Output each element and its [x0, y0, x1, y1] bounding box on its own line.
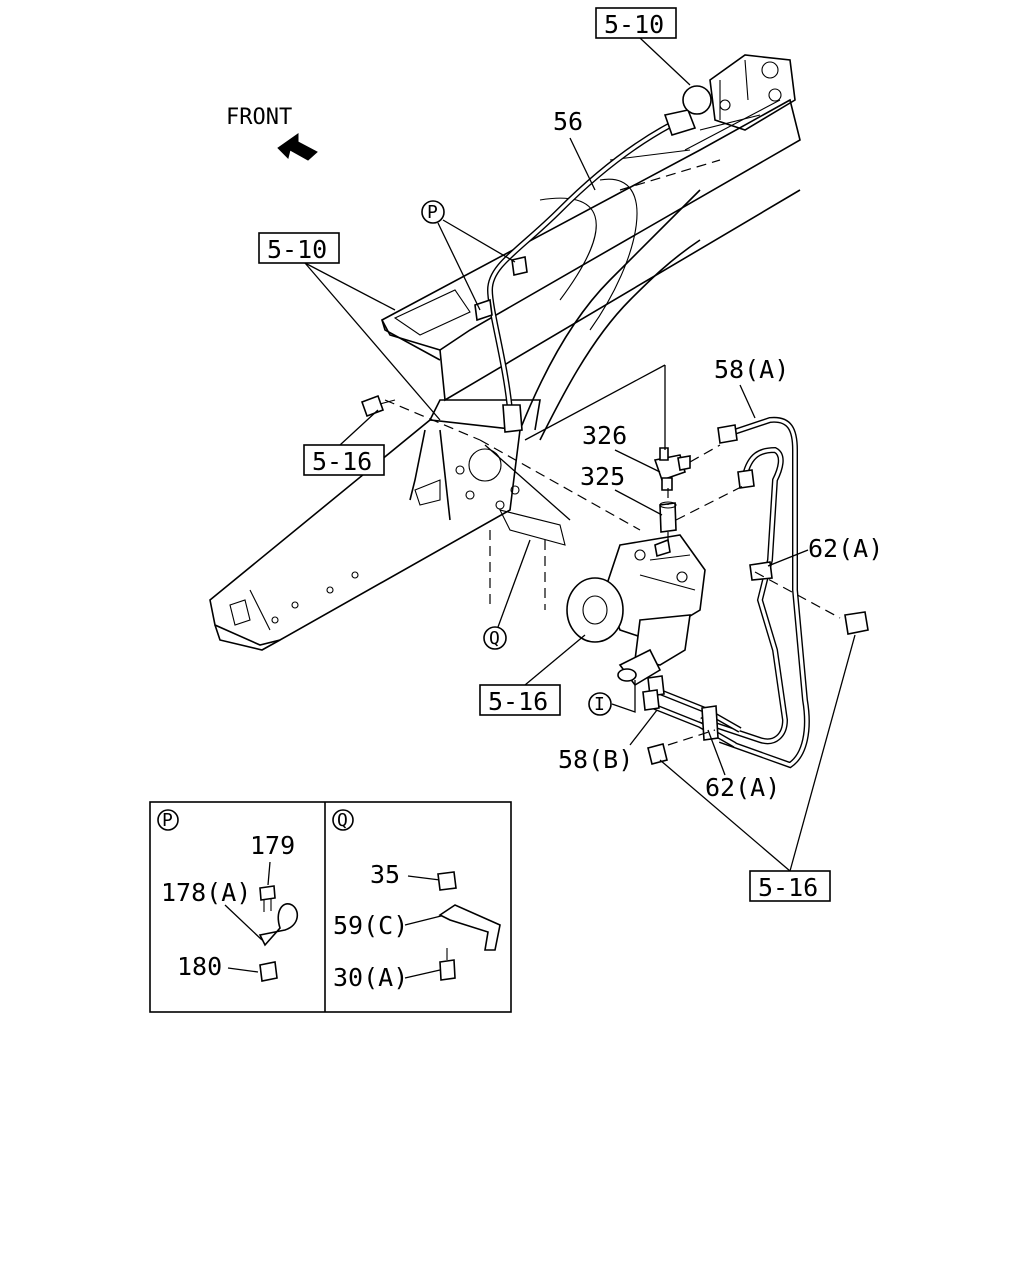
label-56: 56 — [553, 107, 583, 136]
detail-p-marker: P — [162, 810, 173, 831]
label-58a: 58(A) — [714, 355, 789, 384]
detail-p-item-180: 180 — [177, 952, 222, 981]
front-indicator: FRONT — [226, 105, 318, 161]
callout-q[interactable]: Q — [483, 626, 507, 650]
detail-p-item-178a: 178(A) — [161, 878, 251, 907]
cab-mount-bracket — [709, 54, 796, 131]
pipe-58a — [699, 416, 810, 769]
hose-56 — [474, 85, 712, 433]
pipe-58b — [642, 675, 742, 748]
ref-box-top-label: 5-10 — [604, 10, 664, 39]
ref-box-gear[interactable]: 5-16 — [479, 684, 561, 716]
label-58b: 58(B) — [558, 745, 633, 774]
detail-box — [149, 801, 512, 1013]
front-label: FRONT — [226, 105, 292, 130]
detail-p: P 179 178(A) 180 — [157, 809, 299, 982]
callout-p-letter: P — [427, 202, 438, 223]
bolts — [360, 394, 869, 765]
lower-frame-rail — [209, 399, 566, 651]
ref-box-left-bolt-label: 5-16 — [312, 447, 372, 476]
callout-i-letter: I — [594, 694, 605, 715]
ref-box-bottom-right[interactable]: 5-16 — [749, 870, 831, 902]
crossmember-curve — [489, 189, 701, 610]
ref-box-bottom-right-label: 5-16 — [758, 873, 818, 902]
ref-box-upper-left-label: 5-10 — [267, 235, 327, 264]
steering-gear-box — [566, 534, 706, 687]
callout-q-letter: Q — [489, 628, 500, 649]
label-325: 325 — [580, 462, 625, 491]
detail-q-marker: Q — [337, 810, 348, 831]
clip-62a — [701, 561, 773, 741]
adapter-325 — [659, 501, 677, 533]
ref-box-top[interactable]: 5-10 — [595, 7, 677, 39]
detail-q-item-59c: 59(C) — [333, 911, 408, 940]
front-arrow-icon — [277, 133, 318, 161]
callout-i[interactable]: I — [588, 692, 612, 716]
detail-q-item-35: 35 — [370, 860, 400, 889]
ref-box-upper-left[interactable]: 5-10 — [258, 232, 340, 264]
label-62a-upper: 62(A) — [808, 534, 883, 563]
detail-q: Q 35 59(C) 30(A) — [332, 809, 501, 992]
label-326: 326 — [582, 421, 627, 450]
label-62a-lower: 62(A) — [705, 773, 780, 802]
callout-p[interactable]: P — [421, 200, 445, 224]
detail-p-item-179: 179 — [250, 831, 295, 860]
upper-frame-rail — [380, 98, 801, 402]
tee-fitting-326 — [653, 447, 691, 491]
ref-box-gear-label: 5-16 — [488, 687, 548, 716]
ref-box-left-bolt[interactable]: 5-16 — [303, 444, 385, 476]
assembly-lines — [384, 364, 841, 746]
detail-q-item-30a: 30(A) — [333, 963, 408, 992]
